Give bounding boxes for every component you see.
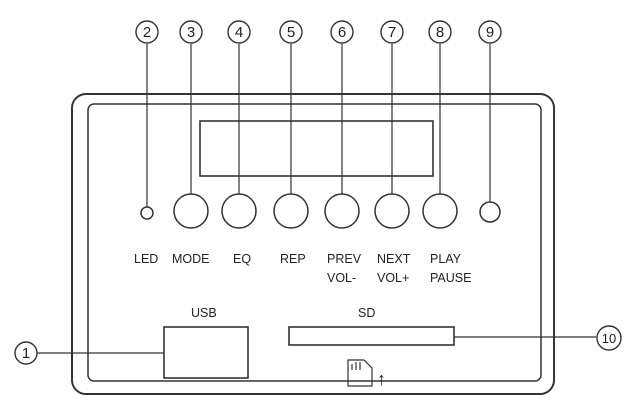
- panel-outer-frame: [71, 93, 555, 395]
- callout-circle-7: [380, 20, 404, 44]
- mode-label: MODE: [172, 252, 210, 266]
- callout-circle-8: [428, 20, 452, 44]
- display-window: [199, 120, 434, 177]
- callout-circle-5: [279, 20, 303, 44]
- usb-port[interactable]: [163, 326, 249, 379]
- callout-number-10: 10: [602, 331, 616, 346]
- callout-circle-9: [478, 20, 502, 44]
- prev-vol-minus-button[interactable]: [324, 193, 360, 229]
- usb-label: USB: [191, 306, 217, 320]
- callout-number-8: 8: [436, 24, 444, 41]
- next-vol-plus-button[interactable]: [374, 193, 410, 229]
- callout-circle-2: [135, 20, 159, 44]
- callout-number-6: 6: [338, 24, 346, 41]
- callout-number-4: 4: [235, 24, 243, 41]
- sd-label: SD: [358, 306, 375, 320]
- callout-number-5: 5: [287, 24, 295, 41]
- led-label: LED: [134, 252, 158, 266]
- sd-card-icon: [347, 359, 373, 387]
- ir-receiver-indicator: [479, 201, 501, 223]
- eq-button[interactable]: [221, 193, 257, 229]
- callout-number-1: 1: [22, 345, 30, 362]
- next-label: NEXT: [377, 252, 411, 266]
- led-indicator: [140, 206, 154, 220]
- vol-plus-label: VOL+: [377, 271, 409, 285]
- eq-label: EQ: [233, 252, 251, 266]
- play-pause-button[interactable]: [422, 193, 458, 229]
- callout-number-2: 2: [143, 24, 151, 41]
- callout-number-3: 3: [187, 24, 195, 41]
- callout-circle-6: [330, 20, 354, 44]
- callout-number-9: 9: [486, 24, 494, 41]
- callout-number-7: 7: [388, 24, 396, 41]
- play-label: PLAY: [430, 252, 462, 266]
- vol-minus-label: VOL-: [327, 271, 356, 285]
- mode-button[interactable]: [173, 193, 209, 229]
- sd-insert-arrow-icon: ↑: [377, 369, 386, 389]
- rep-label: REP: [280, 252, 306, 266]
- panel-inner-frame: [87, 103, 542, 382]
- sd-card-slot[interactable]: [288, 326, 455, 346]
- pause-label: PAUSE: [430, 271, 471, 285]
- rep-button[interactable]: [273, 193, 309, 229]
- callout-circle-3: [179, 20, 203, 44]
- callout-circle-10: [596, 325, 622, 351]
- callout-circle-4: [227, 20, 251, 44]
- prev-label: PREV: [327, 252, 362, 266]
